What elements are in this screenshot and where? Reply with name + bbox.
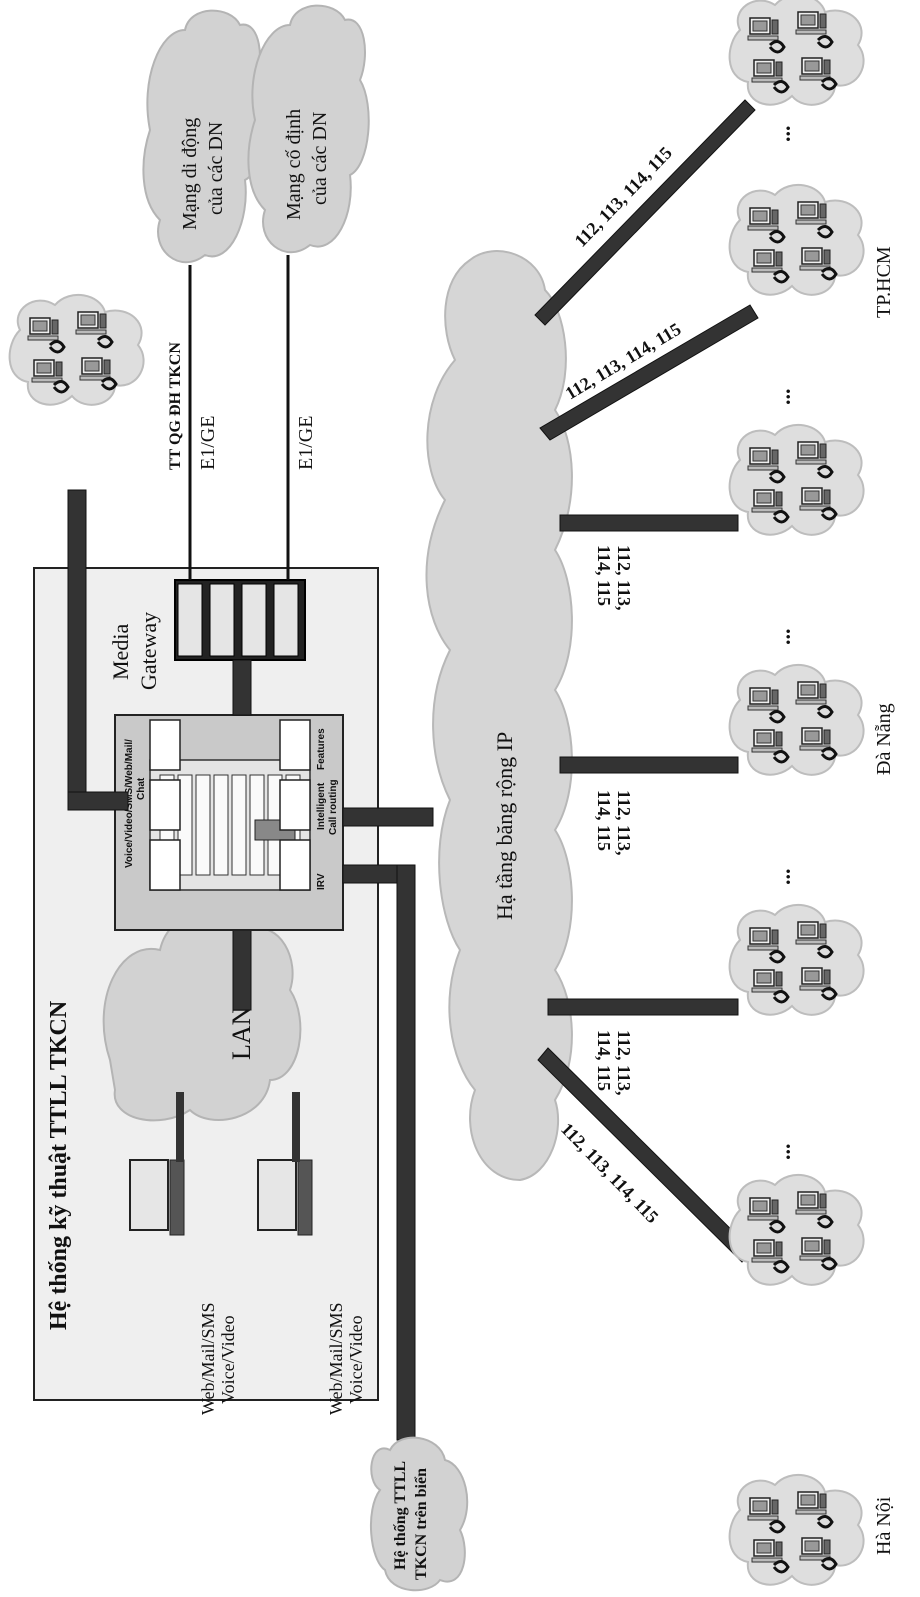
national-center-cable	[67, 489, 87, 811]
switch-ip-cable	[342, 807, 434, 827]
media-gateway-line2: Gateway	[136, 612, 161, 690]
city-tphcm: TP.HCM	[873, 246, 895, 318]
branch-cloud-4	[730, 665, 864, 775]
mobile-net-line1: Mạng di động	[179, 118, 201, 230]
ellipsis-4: ...	[770, 869, 795, 886]
e1-label-mobile: E1/GE	[197, 416, 219, 470]
branch-cloud-7	[730, 1475, 864, 1585]
sea-cable-vertical	[396, 864, 416, 1441]
central-switch: Voice/Video/SMS/Web/Mail/ Chat IRV Intel…	[114, 714, 344, 931]
branch-label-5-line2: 114, 115	[594, 1030, 614, 1091]
workstation-2-label-line1: Web/Mail/SMS	[326, 1302, 346, 1415]
ellipsis-2: ...	[770, 389, 795, 406]
city-hanoi: Hà Nội	[873, 1496, 895, 1555]
national-center-label: TT QG ĐH TKCN	[167, 342, 184, 470]
mobile-net-line2: của các DN	[205, 122, 227, 215]
media-gateway: Media Gateway	[108, 579, 306, 690]
ip-core-cloud: Hạ tầng băng rộng IP	[425, 250, 573, 1182]
ellipsis-3: ...	[770, 629, 795, 646]
branch-label-4-line2: 114, 115	[594, 790, 614, 851]
switch-top-line2: Chat	[136, 777, 147, 800]
mobile-network-cloud: Mạng di động của các DN	[142, 9, 265, 264]
switch-bottom-features: Features	[316, 728, 327, 770]
lan-label: LAN	[227, 1006, 256, 1060]
fixed-net-line2: của các DN	[309, 112, 331, 205]
media-gateway-line1: Media	[108, 624, 133, 680]
system-title: Hệ thống kỹ thuật TTLL TKCN	[46, 1000, 72, 1330]
workstation-2: Web/Mail/SMS Voice/Video	[257, 1092, 366, 1415]
branch-label-5-line1: 112, 113,	[614, 1030, 634, 1096]
sea-system-line2: TKCN trên biển	[413, 1468, 430, 1580]
branch-cables	[534, 99, 759, 1263]
branch-cloud-2	[730, 185, 864, 295]
fixed-net-line1: Mạng cố định	[283, 109, 305, 220]
branch-cloud-5	[730, 905, 864, 1015]
e1-label-fixed: E1/GE	[295, 416, 317, 470]
national-center-cloud: TT QG ĐH TKCN	[10, 295, 184, 470]
workstation-2-label-line2: Voice/Video	[346, 1315, 366, 1404]
switch-bottom-irv: IRV	[316, 873, 327, 890]
ellipsis-1: ...	[770, 126, 795, 143]
branch-label-6: 112, 113, 114, 115	[557, 1119, 662, 1227]
workstation-1: Web/Mail/SMS Voice/Video	[129, 1092, 238, 1415]
switch-bottom-intelligent: Intelligent	[316, 782, 327, 830]
branch-label-3-line1: 112, 113,	[614, 545, 634, 611]
fixed-network-cloud: Mạng cố định của các DN	[247, 4, 370, 254]
city-danang: Đà Nẵng	[873, 703, 895, 775]
switch-top-line1: Voice/Video/SMS/Web/Mail/	[124, 739, 135, 868]
branch-cloud-1	[730, 0, 864, 105]
branch-label-4-line1: 112, 113,	[614, 790, 634, 856]
workstation-1-label-line2: Voice/Video	[218, 1315, 238, 1404]
sea-system-cloud: Hệ thống TTLL TKCN trên biển	[369, 1436, 469, 1592]
branch-cloud-3	[730, 425, 864, 535]
switch-gateway-cable	[232, 659, 252, 716]
ip-core-label: Hạ tầng băng rộng IP	[492, 732, 517, 920]
workstation-1-label-line1: Web/Mail/SMS	[198, 1302, 218, 1415]
lan-switch-cable	[232, 929, 252, 1011]
branch-cloud-6	[730, 1175, 864, 1285]
ellipsis-5: ...	[770, 1144, 795, 1161]
branch-label-3-line2: 114, 115	[594, 545, 614, 606]
sea-system-line1: Hệ thống TTLL	[392, 1461, 409, 1570]
switch-bottom-callrouting: Call routing	[328, 779, 339, 835]
